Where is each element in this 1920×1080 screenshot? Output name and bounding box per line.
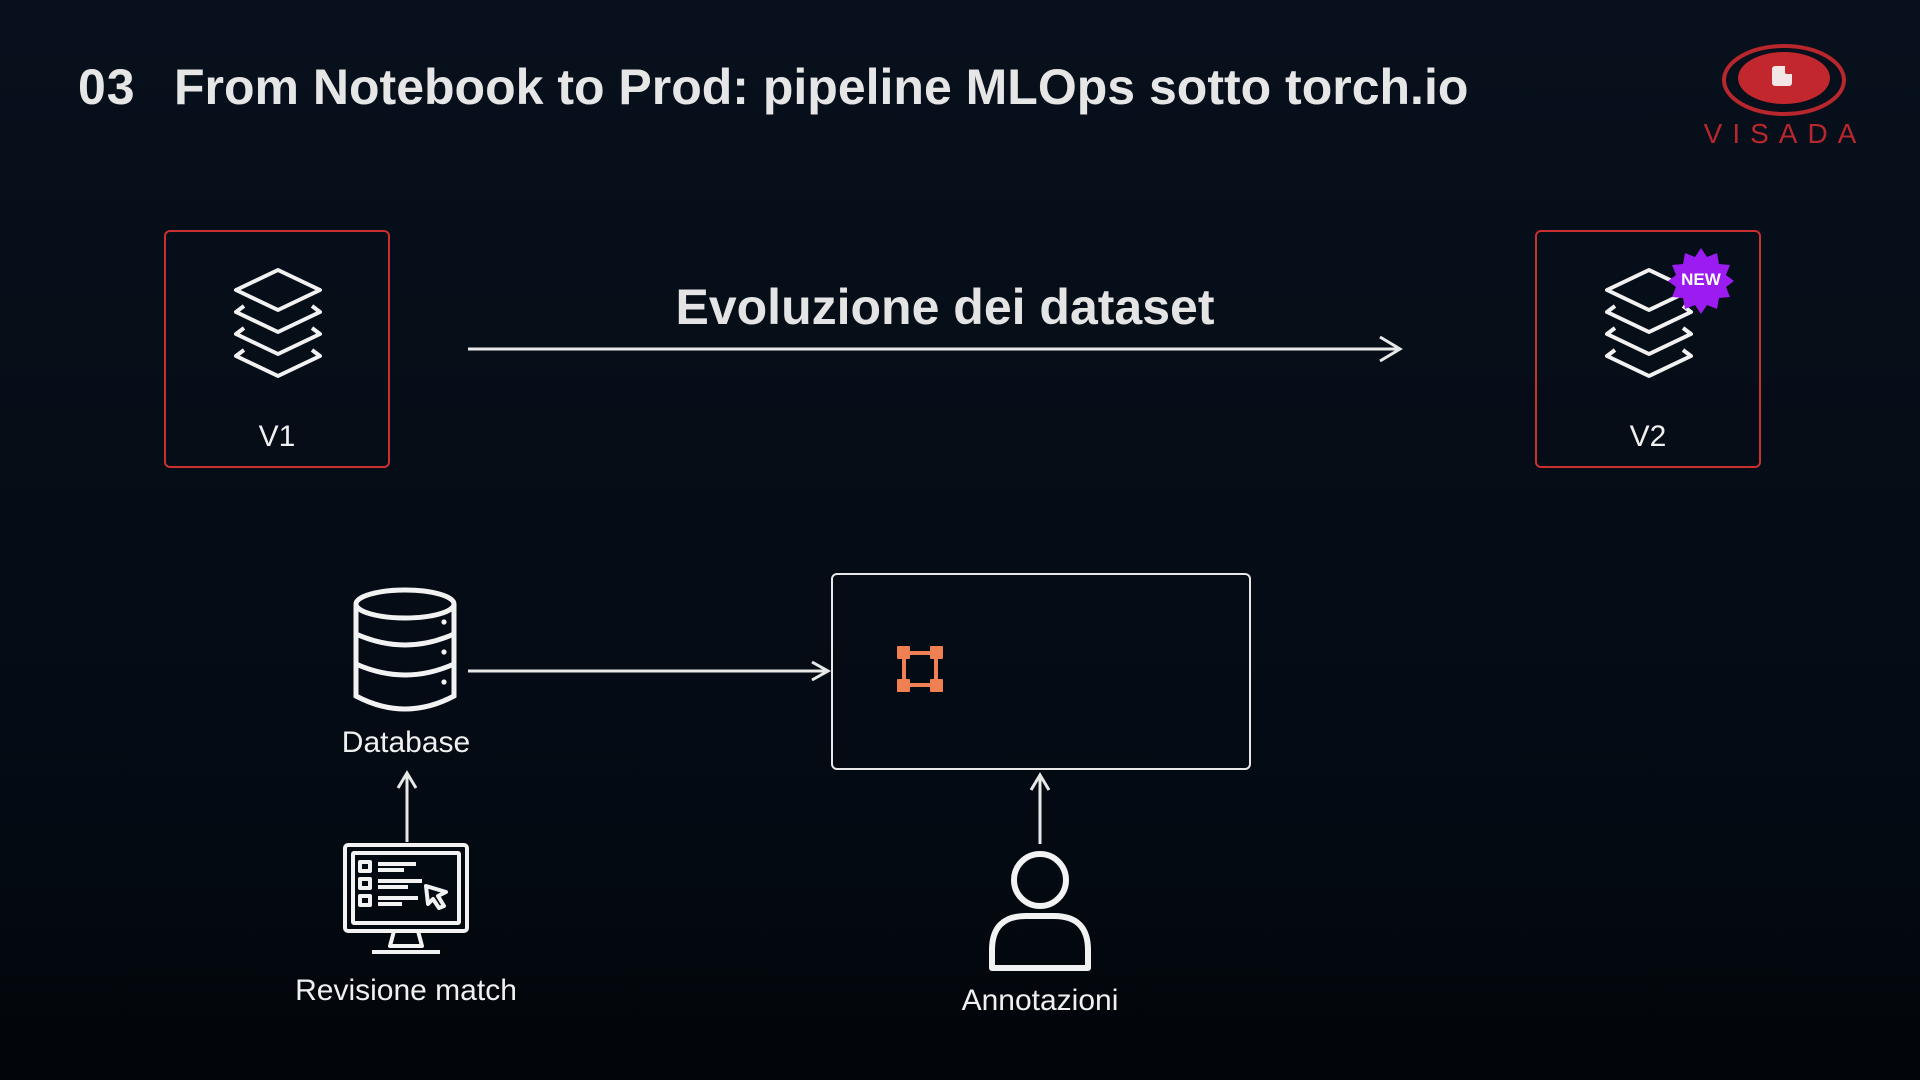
evolution-label: Evoluzione dei dataset: [675, 279, 1215, 335]
dataset-v1-box: [164, 230, 390, 468]
layers-icon: [234, 268, 322, 378]
revision-label: Revisione match: [295, 974, 517, 1007]
annotations-label: Annotazioni: [961, 984, 1119, 1017]
new-badge-text: NEW: [1681, 270, 1721, 289]
database-label: Database: [341, 726, 471, 759]
bounding-box-icon: [897, 646, 943, 692]
monitor-review-icon: [343, 843, 469, 954]
dataset-v2-box: [1535, 230, 1761, 468]
evolution-arrow: [468, 335, 1403, 363]
slide-title: From Notebook to Prod: pipeline MLOps so…: [174, 59, 1469, 115]
new-badge-icon: [1668, 248, 1734, 314]
slide-number: 03: [78, 59, 136, 115]
dataset-v2-label: V2: [1629, 420, 1667, 453]
logo-text: VISADA: [1703, 118, 1867, 149]
database-icon: [353, 587, 457, 712]
database-to-box-arrow: [468, 660, 832, 682]
annotations-to-box-arrow: [1029, 772, 1051, 844]
visada-logo: [1722, 44, 1846, 116]
person-icon: [989, 851, 1091, 971]
revision-to-database-arrow: [396, 770, 418, 842]
dataset-v1-label: V1: [258, 420, 296, 453]
annotation-tool-box: [831, 573, 1251, 770]
